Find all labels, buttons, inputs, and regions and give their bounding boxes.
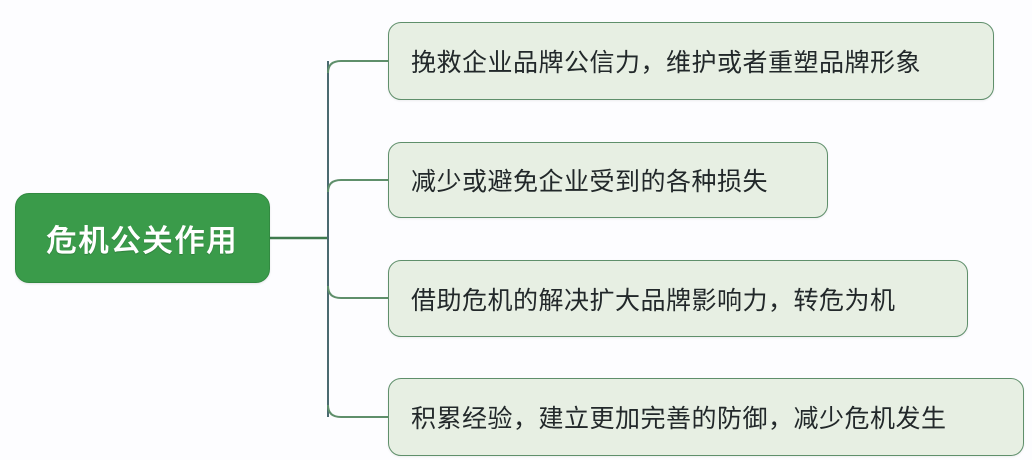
connector-branch-1: [327, 60, 388, 74]
branch-node-1[interactable]: 挽救企业品牌公信力，维护或者重塑品牌形象: [388, 22, 994, 100]
branch-node-4[interactable]: 积累经验，建立更加完善的防御，减少危机发生: [388, 378, 1024, 456]
branch-node-4-label: 积累经验，建立更加完善的防御，减少危机发生: [411, 405, 947, 433]
branch-node-1-label: 挽救企业品牌公信力，维护或者重塑品牌形象: [411, 49, 922, 77]
connector-branch-2: [327, 179, 388, 193]
connector-branch-3: [327, 285, 388, 299]
branch-node-3-label: 借助危机的解决扩大品牌影响力，转危为机: [411, 286, 896, 315]
root-node-label: 危机公关作用: [46, 225, 239, 258]
branch-node-2[interactable]: 减少或避免企业受到的各种损失: [388, 142, 828, 218]
branch-node-2-label: 减少或避免企业受到的各种损失: [411, 168, 769, 196]
connector-branch-4: [327, 404, 388, 418]
root-node[interactable]: 危机公关作用: [15, 193, 270, 283]
branch-node-3[interactable]: 借助危机的解决扩大品牌影响力，转危为机: [388, 260, 968, 337]
